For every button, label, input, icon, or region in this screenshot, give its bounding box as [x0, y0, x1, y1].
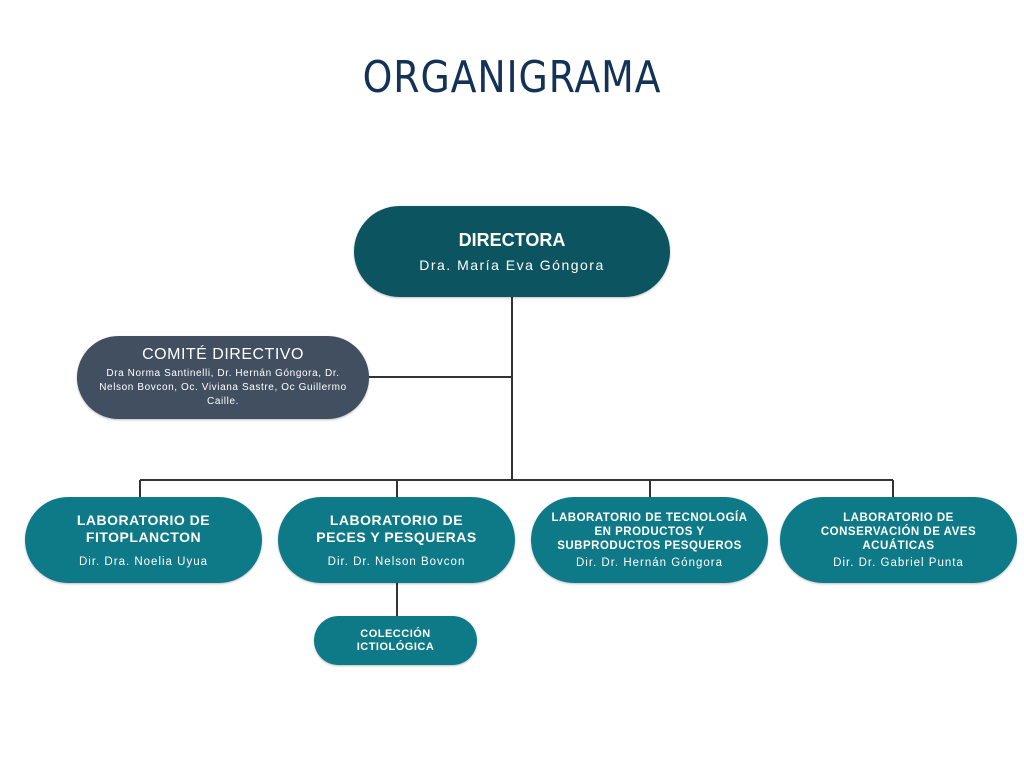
committee-members: Dra Norma Santinelli, Dr. Hernán Góngora… — [99, 368, 347, 407]
lab-title: LABORATORIO DE TECNOLOGÍA EN PRODUCTOS Y… — [551, 512, 748, 552]
lab-node-fitoplancton: LABORATORIO DE FITOPLANCTON Dir. Dra. No… — [25, 497, 262, 583]
lab-node-tecnologia: LABORATORIO DE TECNOLOGÍA EN PRODUCTOS Y… — [531, 497, 768, 583]
collection-title: COLECCIÓN ICTIOLÓGICA — [356, 627, 435, 653]
director-title: DIRECTORA — [458, 230, 566, 250]
lab-director: Dir. Dra. Noelia Uyua — [78, 556, 208, 568]
lab-director: Dir. Dr. Hernán Góngora — [575, 557, 723, 569]
lab-node-aves: LABORATORIO DE CONSERVACIÓN DE AVES ACUÁ… — [780, 497, 1017, 583]
lab-title: LABORATORIO DE PECES Y PESQUERAS — [316, 512, 477, 545]
page-title: ORGANIGRAMA — [362, 52, 662, 103]
collection-node: COLECCIÓN ICTIOLÓGICA — [314, 616, 477, 665]
committee-title: COMITÉ DIRECTIVO — [142, 346, 304, 363]
lab-title: LABORATORIO DE CONSERVACIÓN DE AVES ACUÁ… — [820, 512, 977, 552]
director-name: Dra. María Eva Góngora — [419, 257, 605, 273]
lab-director: Dir. Dr. Nelson Bovcon — [327, 556, 466, 568]
director-node: DIRECTORA Dra. María Eva Góngora — [354, 206, 670, 297]
committee-node: COMITÉ DIRECTIVO Dra Norma Santinelli, D… — [77, 336, 369, 419]
lab-node-peces: LABORATORIO DE PECES Y PESQUERAS Dir. Dr… — [278, 497, 515, 583]
lab-director: Dir. Dr. Gabriel Punta — [833, 557, 964, 569]
lab-title: LABORATORIO DE FITOPLANCTON — [76, 512, 211, 545]
